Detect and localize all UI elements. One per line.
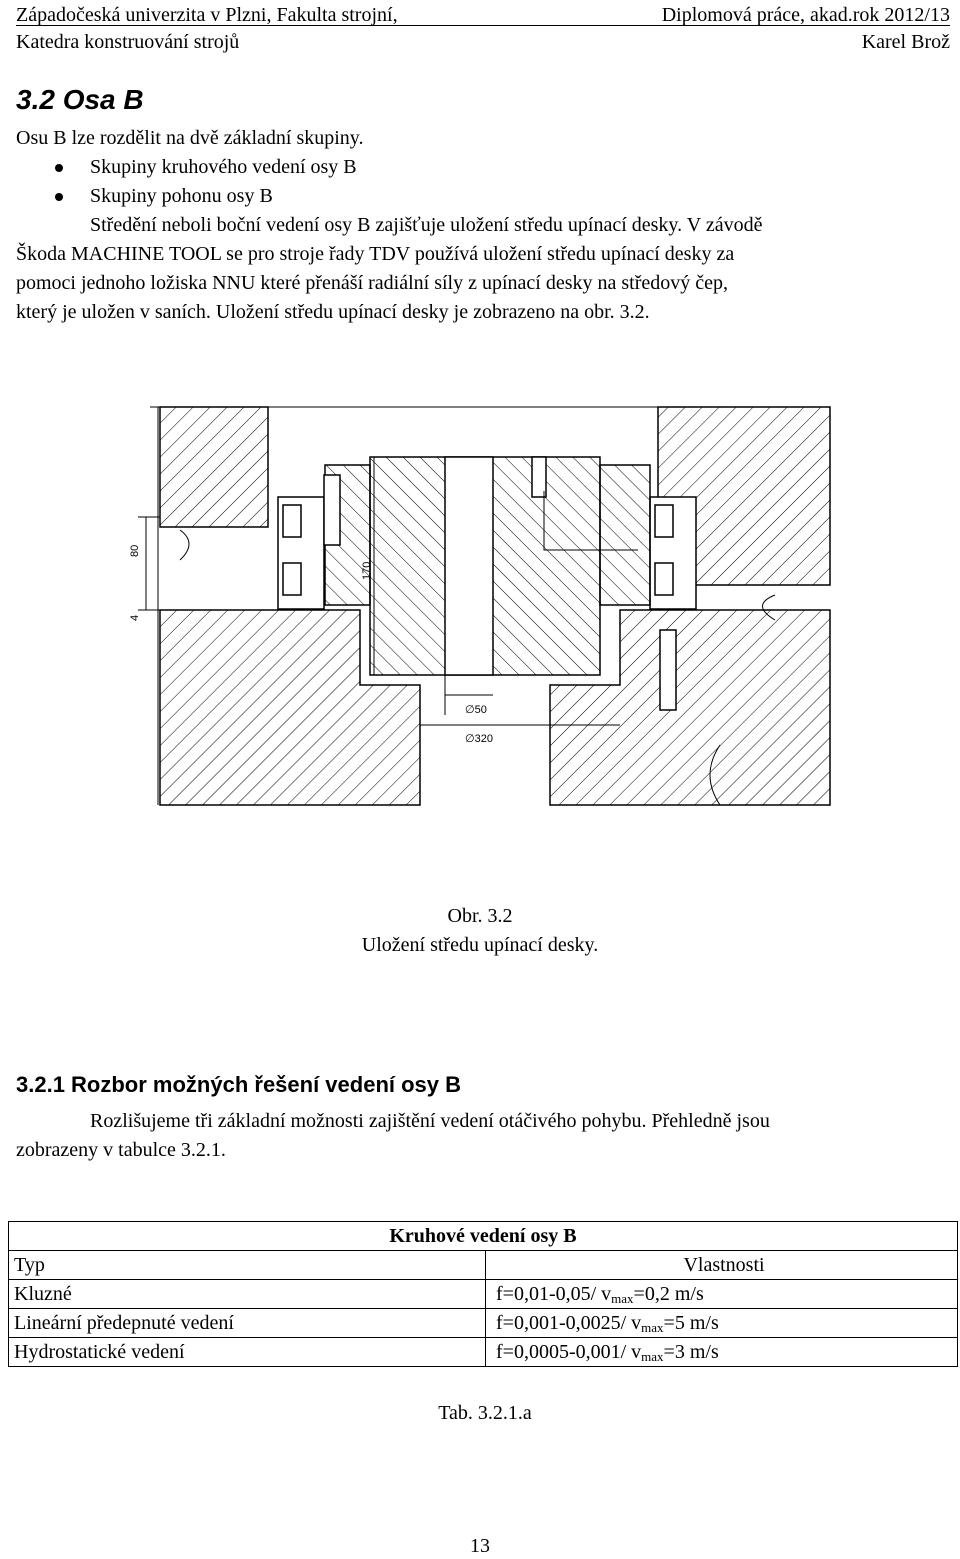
bullet-marker <box>55 164 63 172</box>
technical-drawing: 80 4 170 ∅50 ∅320 <box>129 406 831 806</box>
subscript-max: max <box>641 1348 664 1364</box>
cell-typ: Hydrostatické vedení <box>8 1337 486 1367</box>
subsection-title: 3.2.1 Rozbor možných řešení vedení osy B <box>16 1072 462 1097</box>
dimension-80: 80 <box>129 545 141 557</box>
dimension-170: 170 <box>361 562 373 580</box>
table-row: Hydrostatické vedení f=0,0005-0,001/ vma… <box>8 1337 958 1367</box>
bullet-marker <box>55 193 63 201</box>
cell-vlastnosti: f=0,01-0,05/ vmax=0,2 m/s <box>485 1279 958 1309</box>
table-title: Kruhové vedení osy B <box>8 1221 958 1251</box>
page-number: 13 <box>470 1535 490 1557</box>
friction-value: f=0,0005-0,001/ v <box>496 1340 642 1363</box>
bullet-item: Skupiny pohonu osy B <box>90 185 273 207</box>
intro-text: Osu B lze rozdělit na dvě základní skupi… <box>16 127 364 149</box>
table-row: Lineární předepnuté vedení f=0,001-0,002… <box>8 1308 958 1338</box>
section-title: 3.2 Osa B <box>16 84 144 115</box>
dimension-dia-320: ∅320 <box>465 733 493 745</box>
table-row: Kluzné f=0,01-0,05/ vmax=0,2 m/s <box>8 1279 958 1309</box>
cell-typ: Kluzné <box>8 1279 486 1309</box>
paragraph-line: pomoci jednoho ložiska NNU které přenáší… <box>16 272 729 294</box>
table-caption: Tab. 3.2.1.a <box>438 1402 532 1424</box>
header-vlastnosti: Vlastnosti <box>485 1250 958 1280</box>
friction-value: f=0,01-0,05/ v <box>496 1282 612 1305</box>
subsection-line: Rozlišujeme tři základní možnosti zajišt… <box>90 1110 770 1132</box>
bullet-item: Skupiny kruhového vedení osy B <box>90 156 357 178</box>
paragraph-line: Škoda MACHINE TOOL se pro stroje řady TD… <box>16 243 735 265</box>
speed-value: =5 m/s <box>663 1311 719 1334</box>
paragraph-line: Středění neboli boční vedení osy B zajiš… <box>90 214 763 236</box>
figure-caption-text: Uložení středu upínací desky. <box>361 934 599 956</box>
dimension-4: 4 <box>129 615 141 621</box>
table-title-row: Kruhové vedení osy B <box>8 1221 958 1251</box>
subscript-max: max <box>641 1319 664 1335</box>
header-rule <box>16 25 950 26</box>
cell-vlastnosti: f=0,001-0,0025/ vmax=5 m/s <box>485 1308 958 1338</box>
cell-typ: Lineární předepnuté vedení <box>8 1308 486 1338</box>
paragraph-line: který je uložen v saních. Uložení středu… <box>16 301 650 323</box>
speed-value: =3 m/s <box>663 1340 719 1363</box>
header-university: Západočeská univerzita v Plzni, Fakulta … <box>16 4 398 26</box>
cell-vlastnosti: f=0,0005-0,001/ vmax=3 m/s <box>485 1337 958 1367</box>
subscript-max: max <box>611 1290 634 1306</box>
header-department: Katedra konstruování strojů <box>16 31 240 53</box>
header-thesis: Diplomová práce, akad.rok 2012/13 <box>661 4 950 26</box>
figure-caption-number: Obr. 3.2 <box>447 905 513 927</box>
friction-value: f=0,001-0,0025/ v <box>496 1311 642 1334</box>
speed-value: =0,2 m/s <box>633 1282 704 1305</box>
subsection-line: zobrazeny v tabulce 3.2.1. <box>16 1139 226 1161</box>
table-header-row: Typ Vlastnosti <box>8 1250 958 1280</box>
header-author: Karel Brož <box>861 31 950 53</box>
dimension-dia-50: ∅50 <box>465 704 487 716</box>
guidance-table: Kruhové vedení osy B Typ Vlastnosti Kluz… <box>8 1221 958 1367</box>
header-typ: Typ <box>8 1250 486 1280</box>
